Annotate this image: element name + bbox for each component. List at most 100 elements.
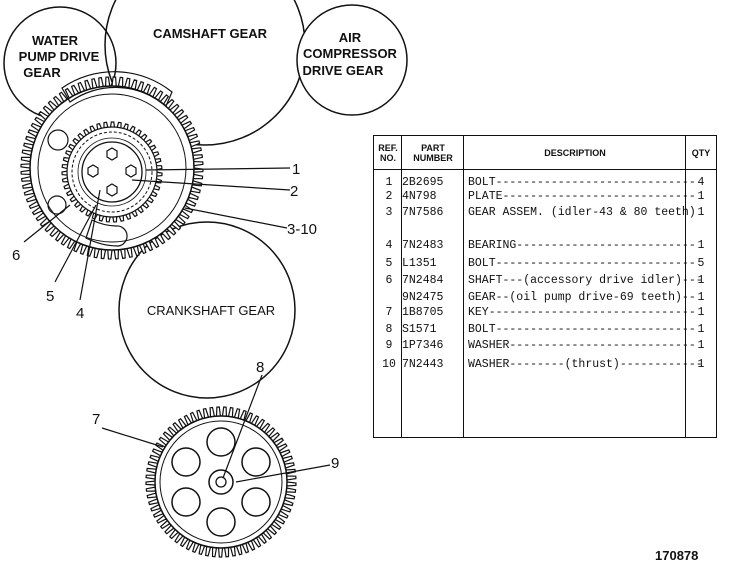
row-description: KEY------------------------------ [468,306,696,319]
row-part-number: 1P7346 [402,339,444,352]
row-qty: 1 [697,339,705,352]
row-ref: 9 [385,339,393,352]
row-ref: 7 [385,306,393,319]
row-ref: 6 [385,274,393,287]
oil-pump-gear-inner [159,420,283,544]
figure-number: 170878 [655,548,699,563]
callout-9: 9 [331,455,339,472]
row-description: GEAR ASSEM. (idler-43 & 80 teeth) [468,206,696,219]
table-row: 9N2475 GEAR--(oil pump drive-69 teeth)--1 [374,291,718,304]
crankshaft-gear [118,221,296,399]
callout-4: 4 [76,305,84,322]
row-qty: 1 [697,206,705,219]
row-qty: 1 [697,190,705,203]
crankshaft-label: CRANKSHAFT GEAR [147,303,275,318]
column-divider [401,136,402,437]
row-description: GEAR--(oil pump drive-69 teeth)-- [468,291,696,304]
oil-pump-drive-gear [154,415,288,549]
oil-pump-gear-hub [208,469,234,495]
row-part-number: 9N2475 [402,291,444,304]
column-divider [685,136,686,437]
table-row: 1 2B2695 BOLT-----------------------------… [374,176,718,189]
column-divider [463,136,464,437]
water-pump-label-line3: GEAR [23,65,61,80]
row-ref: 3 [385,206,393,219]
bearing-ring [71,131,153,213]
idler-gear-slot [61,71,173,107]
row-description: BOLT----------------------------- [468,323,696,336]
plate-bolts [87,147,137,197]
row-description: BOLT----------------------------- [468,257,696,270]
row-qty: 5 [697,257,705,270]
water-pump-label-line1: WATER [32,33,79,48]
oil-pump-gear-bolt [215,476,227,488]
row-qty: 1 [697,306,705,319]
row-qty: 1 [697,239,705,252]
table-row: 2 4N798 PLATE----------------------------1 [374,190,718,203]
header-description: DESCRIPTION [464,136,686,170]
small-idler-gear [66,126,158,218]
air-compressor-label-line2: COMPRESSOR [303,46,398,61]
row-ref: 5 [385,257,393,270]
callout-8: 8 [256,359,264,376]
row-description: BEARING-------------------------- [468,239,696,252]
table-row: 9 1P7346 WASHER---------------------------… [374,339,718,352]
table-row: 3 7N7586 GEAR ASSEM. (idler-43 & 80 teeth)… [374,206,718,219]
hub-ring [77,137,147,207]
row-part-number: 7N2483 [402,239,444,252]
air-compressor-drive-gear [296,4,408,116]
row-part-number: 7N2443 [402,358,444,371]
idler-gear-inner-ring [37,93,187,243]
row-description: WASHER--------------------------- [468,339,696,352]
callout-3-10: 3-10 [287,221,317,238]
bolt-icon [87,164,99,178]
row-description: SHAFT---(accessory drive idler)--- [468,274,703,287]
table-row: 6 7N2484 SHAFT---(accessory drive idler)--… [374,274,718,287]
row-part-number: 7N2484 [402,274,444,287]
row-qty: 1 [697,274,705,287]
row-qty: 1 [697,323,705,336]
air-compressor-label-line1: AIR [339,30,362,45]
row-part-number: 7N7586 [402,206,444,219]
row-ref: 2 [385,190,393,203]
bolt-icon [125,164,137,178]
header-qty: QTY [686,136,716,170]
table-row: 7 1B8705 KEY------------------------------… [374,306,718,319]
idler-gear-hole [47,129,69,151]
leader-lines [23,167,331,483]
row-part-number: 1B8705 [402,306,444,319]
callout-7: 7 [92,411,100,428]
camshaft-label: CAMSHAFT GEAR [153,26,268,41]
idler-gear-hole [47,195,67,215]
row-part-number: L1351 [402,257,437,270]
header-ref-no: REF. NO. [374,136,402,170]
row-part-number: 4N798 [402,190,437,203]
water-pump-label-line2: PUMP DRIVE [19,49,100,64]
callout-1: 1 [292,161,300,178]
row-part-number: S1571 [402,323,437,336]
bolt-icon [106,183,118,197]
oil-pump-gear-holes [171,427,271,537]
bolt-icon [106,147,118,161]
callout-5: 5 [46,288,54,305]
air-compressor-label-line3: DRIVE GEAR [303,63,385,78]
row-qty: 4 [697,176,705,189]
header-part-number: PART NUMBER [402,136,464,170]
table-row: 4 7N2483 BEARING--------------------------… [374,239,718,252]
row-qty: 1 [697,291,705,304]
table-row: 8 S1571 BOLT-----------------------------1 [374,323,718,336]
row-ref: 8 [385,323,393,336]
row-ref: 4 [385,239,393,252]
row-part-number: 2B2695 [402,176,444,189]
row-ref: 1 [385,176,393,189]
row-description: BOLT----------------------------- [468,176,696,189]
callout-6: 6 [12,247,20,264]
row-description: PLATE---------------------------- [468,190,696,203]
callout-2: 2 [290,183,298,200]
idler-gear-lower-slot [85,219,128,247]
plate [81,141,143,203]
